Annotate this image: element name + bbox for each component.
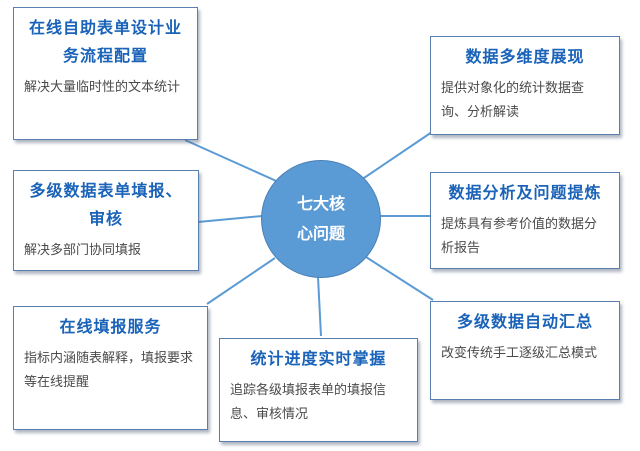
node-progress-tracking: 统计进度实时掌握 追踪各级填报表单的填报信息、审核情况 xyxy=(219,338,418,442)
node-desc: 指标内涵随表解释，填报要求等在线提醒 xyxy=(24,351,194,390)
connector-line xyxy=(365,256,434,301)
center-hub: 七大核心问题 xyxy=(261,160,381,278)
node-data-analysis: 数据分析及问题提炼 提炼具有参考价值的数据分析报告 xyxy=(430,172,620,269)
node-desc: 追踪各级填报表单的填报信息、审核情况 xyxy=(230,383,387,422)
connector-line xyxy=(197,215,263,223)
node-title: 多级数据自动汇总 xyxy=(456,312,593,331)
node-desc: 解决多部门协同填报 xyxy=(24,243,142,258)
node-title: 多级数据表单填报、审核 xyxy=(29,181,183,228)
node-desc: 解决大量临时性的文本统计 xyxy=(24,80,181,95)
connector-line xyxy=(357,131,433,183)
node-desc: 提炼具有参考价值的数据分析报告 xyxy=(441,217,598,256)
node-online-service: 在线填报服务 指标内涵随表解释，填报要求等在线提醒 xyxy=(13,306,208,430)
node-online-form-design: 在线自助表单设计业务流程配置 解决大量临时性的文本统计 xyxy=(13,7,198,140)
node-title: 在线自助表单设计业务流程配置 xyxy=(28,18,182,65)
node-auto-summary: 多级数据自动汇总 改变传统手工逐级汇总模式 xyxy=(430,301,620,400)
node-desc: 改变传统手工逐级汇总模式 xyxy=(441,346,598,361)
node-title: 在线填报服务 xyxy=(59,317,162,336)
connector-line xyxy=(184,139,284,185)
node-title: 统计进度实时掌握 xyxy=(250,349,387,368)
node-title: 数据多维度展现 xyxy=(465,47,585,66)
node-title: 数据分析及问题提炼 xyxy=(448,183,602,202)
connector-line xyxy=(317,276,322,337)
node-multi-dim-display: 数据多维度展现 提供对象化的统计数据查询、分析解读 xyxy=(430,36,620,135)
node-desc: 提供对象化的统计数据查询、分析解读 xyxy=(441,81,585,120)
connector-line xyxy=(206,257,276,305)
node-multilevel-fill: 多级数据表单填报、审核 解决多部门协同填报 xyxy=(13,170,199,271)
center-label: 七大核心问题 xyxy=(296,194,345,243)
